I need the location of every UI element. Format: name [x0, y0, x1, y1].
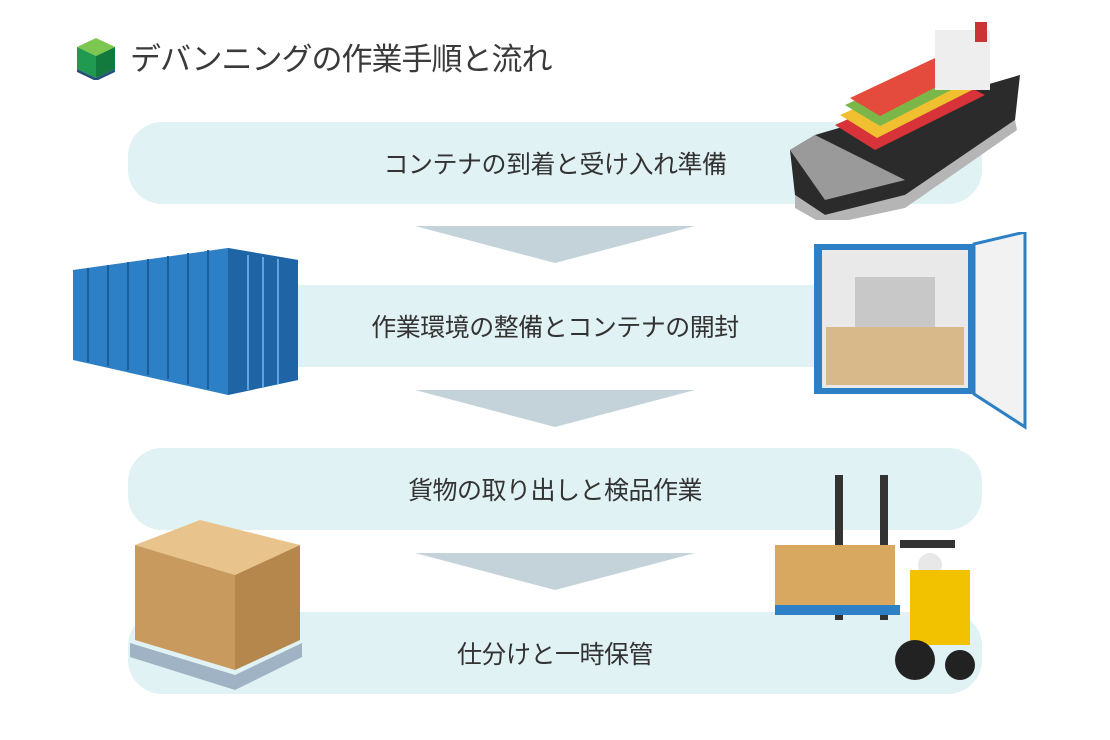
step-label: 仕分けと一時保管 — [456, 640, 654, 669]
step-label: 貨物の取り出しと検品作業 — [407, 476, 703, 505]
step-label: 作業環境の整備とコンテナの開封 — [371, 313, 739, 342]
down-arrow-icon — [415, 553, 695, 590]
step-label: コンテナの到着と受け入れ準備 — [383, 150, 727, 179]
shipping-container-illustration — [73, 248, 298, 395]
boxes-pallet-illustration — [130, 520, 302, 690]
down-arrow-icon — [415, 226, 695, 263]
page-title: デバンニングの作業手順と流れ — [130, 42, 553, 78]
cube-icon — [77, 38, 115, 80]
open-container-illustration — [814, 232, 1027, 430]
forklift-illustration — [775, 475, 975, 680]
cargo-ship-illustration — [790, 22, 1020, 220]
down-arrow-icon — [415, 390, 695, 427]
